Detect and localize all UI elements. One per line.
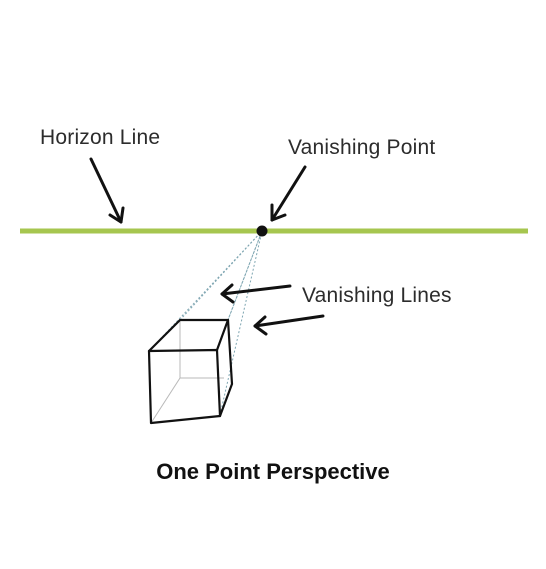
horizon-arrow xyxy=(89,157,125,224)
diagram-title: One Point Perspective xyxy=(156,459,390,484)
pointer-arrows xyxy=(89,157,325,336)
vanishing-point-label: Vanishing Point xyxy=(288,136,436,159)
vanishing-point-arrow xyxy=(270,165,307,222)
cube xyxy=(147,318,234,425)
vanishing-lines-label: Vanishing Lines xyxy=(302,284,452,307)
horizon-line-label: Horizon Line xyxy=(40,126,161,149)
cube-hidden-diagonal xyxy=(150,377,181,424)
vanishing-point-dot xyxy=(256,225,268,237)
cube-front-face xyxy=(147,348,222,425)
vanishing-lines-arrow-upper xyxy=(220,283,292,304)
cube-top-face xyxy=(147,318,230,353)
vanishing-line-back-left xyxy=(179,230,263,321)
cube-hidden-edges xyxy=(150,320,224,424)
vanishing-line-bottom-right xyxy=(219,230,263,416)
vanishing-lines xyxy=(148,230,263,416)
cube-right-edge xyxy=(218,318,234,418)
vanishing-lines-arrow-lower xyxy=(253,314,325,336)
